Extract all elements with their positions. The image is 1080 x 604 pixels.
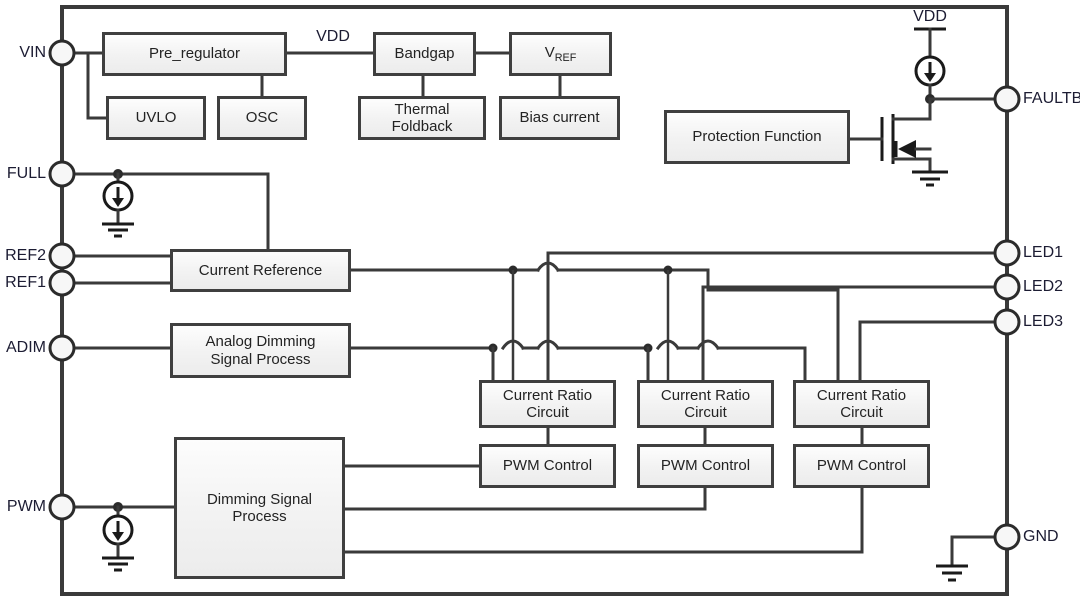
current-source-pwm [102,505,134,560]
ground-symbol-nmos [912,170,948,187]
pin-label-led2: LED2 [1023,278,1064,295]
block-dimming-signal-process[interactable]: Dimming Signal Process [174,437,345,579]
pin-label-ref1: REF1 [5,274,46,291]
ground-symbol-pwm [102,556,134,572]
net-vin [72,51,108,120]
net-gnd-pin [950,535,997,568]
block-thermal-foldback-label: Thermal Foldback [391,100,453,135]
block-pwm-control-1-label: PWM Control [502,457,593,475]
block-current-reference[interactable]: Current Reference [170,249,351,292]
block-uvlo-label: UVLO [135,109,177,127]
block-dimming-signal-process-label: Dimming Signal Process [206,490,313,525]
net-dim-out3 [343,486,864,554]
block-bias-current[interactable]: Bias current [499,96,620,140]
block-thermal-foldback[interactable]: Thermal Foldback [358,96,486,140]
block-current-ratio-circuit-1[interactable]: Current Ratio Circuit [479,380,616,428]
pin-label-led3: LED3 [1023,313,1064,330]
pin-gnd[interactable] [993,523,1021,551]
block-pwm-control-2[interactable]: PWM Control [637,444,774,488]
block-vref-label: VREF [544,43,577,64]
pin-vin[interactable] [48,39,76,67]
block-vref[interactable]: VREF [509,32,612,76]
ground-symbol-full [102,222,134,238]
block-bias-current-label: Bias current [519,109,600,127]
pin-led3[interactable] [993,308,1021,336]
current-source-faultb [914,55,946,101]
vdd-rail-faultb [914,27,946,59]
net-current-reference-out [349,261,710,273]
block-analog-dimming[interactable]: Analog Dimming Signal Process [170,323,351,378]
pin-ref1[interactable] [48,269,76,297]
block-bandgap-label: Bandgap [394,45,455,63]
block-current-reference-label: Current Reference [198,261,323,279]
pin-label-faultb: FAULTB [1023,90,1080,107]
pin-ref2[interactable] [48,242,76,270]
pin-label-ref2: REF2 [5,247,46,264]
block-pre-regulator[interactable]: Pre_regulator [102,32,287,76]
pin-label-led1: LED1 [1023,244,1064,261]
block-current-ratio-circuit-2[interactable]: Current Ratio Circuit [637,380,774,428]
block-protection-function-label: Protection Function [692,128,822,146]
net-dim-out2 [343,486,707,511]
net-led2 [701,285,997,382]
nmos-transistor-faultb [848,97,932,174]
net-label-vdd-faultb: VDD [913,8,947,25]
block-pwm-control-2-label: PWM Control [660,457,751,475]
pin-label-adim: ADIM [6,339,46,356]
block-protection-function[interactable]: Protection Function [664,110,850,164]
pin-faultb[interactable] [993,85,1021,113]
block-pwm-control-3[interactable]: PWM Control [793,444,930,488]
block-osc-label: OSC [245,109,279,127]
pin-adim[interactable] [48,334,76,362]
net-analog-dimming-out [349,339,807,382]
block-osc[interactable]: OSC [217,96,307,140]
pin-led2[interactable] [993,273,1021,301]
pin-label-full: FULL [6,165,46,182]
block-current-ratio-circuit-1-label: Current Ratio Circuit [502,386,593,421]
pin-pwm[interactable] [48,493,76,521]
pin-full[interactable] [48,160,76,188]
pin-label-pwm: PWM [6,498,46,515]
pin-label-vin: VIN [19,44,46,61]
block-current-ratio-circuit-2-label: Current Ratio Circuit [660,386,751,421]
net-led3 [858,320,997,382]
block-current-ratio-circuit-3-label: Current Ratio Circuit [816,386,907,421]
ground-symbol-chip [936,564,968,582]
block-analog-dimming-label: Analog Dimming Signal Process [205,333,316,368]
block-pwm-control-3-label: PWM Control [816,457,907,475]
block-pwm-control-1[interactable]: PWM Control [479,444,616,488]
pin-label-gnd: GND [1023,528,1059,545]
block-current-ratio-circuit-3[interactable]: Current Ratio Circuit [793,380,930,428]
current-source-full [102,172,134,226]
net-label-vdd-top: VDD [316,28,350,45]
net-led1 [546,251,997,382]
block-bandgap[interactable]: Bandgap [373,32,476,76]
drop-cref-3 [706,268,840,382]
pin-led1[interactable] [993,239,1021,267]
block-pre-regulator-label: Pre_regulator [149,45,240,63]
block-uvlo[interactable]: UVLO [106,96,206,140]
